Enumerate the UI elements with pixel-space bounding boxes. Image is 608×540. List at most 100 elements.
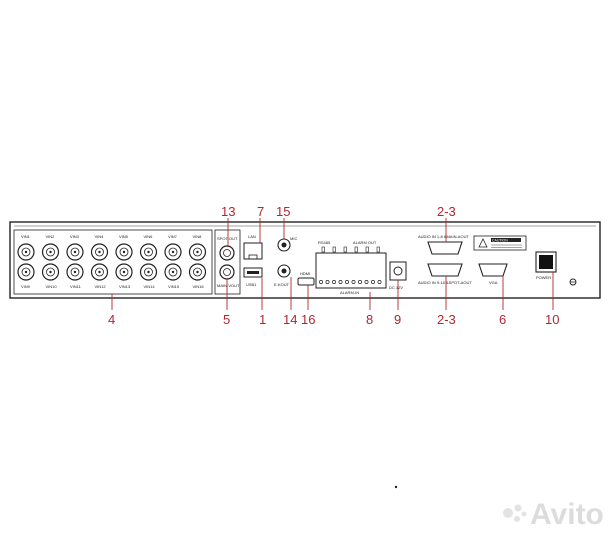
bnc-connector-inner <box>70 247 80 257</box>
power-switch-frame <box>535 251 557 273</box>
callout-16: 16 <box>301 312 315 327</box>
terminal-screw <box>351 280 356 284</box>
bnc-connector-inner <box>95 267 104 277</box>
hdmi-label: HDMI <box>300 271 310 276</box>
bnc-connector-inner <box>21 267 31 277</box>
power-switch-rocker <box>539 255 553 269</box>
callout-7: 7 <box>257 204 264 219</box>
bnc-connector-vin14 <box>139 263 158 281</box>
alarm-in-label: ALARM-IN <box>340 290 359 295</box>
bnc-connector-vin13 <box>115 263 133 281</box>
spot-out-bnc <box>219 245 235 261</box>
bnc-connector-inner <box>95 247 104 257</box>
terminal-contact <box>354 246 358 253</box>
audio-db-connector-bottom <box>427 263 463 277</box>
audio-db-connector-top <box>427 241 463 255</box>
bnc-label-vin9: VIN9 <box>21 284 31 289</box>
power-label: POWER <box>536 275 551 280</box>
spot-out-label: SPOT-OUT <box>217 236 238 241</box>
rs485-label: RS485 <box>318 240 331 245</box>
caution-sticker <box>473 235 527 251</box>
bnc-label-vin5: VIN5 <box>119 234 129 239</box>
callout-2-3-top: 2-3 <box>437 204 456 219</box>
bnc-label-vin11: VIN11 <box>70 284 82 289</box>
terminal-screw <box>325 280 330 284</box>
callout-8: 8 <box>366 312 373 327</box>
watermark-text: Avito <box>530 498 604 531</box>
e-kout-jack-inner <box>281 268 287 274</box>
bnc-connector-vin9 <box>17 263 35 281</box>
bnc-connector-inner <box>119 267 129 277</box>
terminal-contact <box>376 246 380 253</box>
callout-13: 13 <box>221 204 235 219</box>
terminal-contact <box>332 246 336 253</box>
lan-port-clip <box>248 254 258 260</box>
bnc-connector-pin <box>147 270 150 274</box>
bnc-connector-pin <box>171 250 175 254</box>
bnc-connector-pin <box>24 270 28 274</box>
bnc-connector-inner <box>21 247 31 257</box>
usb-label: USB1 <box>246 282 257 287</box>
bnc-label-vin7: VIN7 <box>168 234 178 239</box>
usb-port-tongue <box>247 271 259 274</box>
bnc-label-vin4: VIN4 <box>95 234 105 239</box>
caution-label: CAUTION <box>492 239 508 243</box>
bnc-connector-pin <box>24 250 28 254</box>
bnc-label-vin10: VIN10 <box>46 284 58 289</box>
bnc-label-vin2: VIN2 <box>46 234 56 239</box>
caution-warning-icon <box>478 238 488 248</box>
terminal-screw <box>358 280 362 284</box>
bnc-connector-inner <box>168 247 178 257</box>
bnc-connector-pin <box>73 250 77 254</box>
main-vout-bnc-inner <box>223 268 231 276</box>
bnc-connector-inner <box>70 267 80 277</box>
bnc-connector-inner <box>193 267 202 277</box>
terminal-screw <box>338 280 343 284</box>
stray-dot <box>394 485 398 489</box>
dc-power-jack-inner <box>393 266 403 276</box>
callout-4: 4 <box>108 312 115 327</box>
lan-label: LAN <box>248 234 256 239</box>
alarm-out-label: ALARM OUT <box>353 240 377 245</box>
bnc-label-vin13: VIN13 <box>119 284 131 289</box>
vga-label: VGA <box>489 280 498 285</box>
usb-port <box>243 267 263 278</box>
dc-label: DC 12V <box>389 285 403 290</box>
bnc-connector-vin5 <box>115 243 133 261</box>
bnc-connector-vin11 <box>66 263 84 281</box>
video-output-block <box>214 229 241 295</box>
bnc-connector-vin6 <box>139 243 158 261</box>
e-kout-label: E-KOUT <box>274 282 290 287</box>
bnc-label-vin12: VIN12 <box>95 284 107 289</box>
audio-top-label: AUDIO IN 1-8 &MAIN-AOUT <box>418 234 469 239</box>
callout-6: 6 <box>499 312 506 327</box>
bnc-label-vin3: VIN3 <box>70 234 80 239</box>
bnc-connector-pin <box>171 270 175 274</box>
bnc-connector-vin4 <box>90 243 109 261</box>
audio-bottom-label: AUDIO IN 9-16 &SPOT-AOUT <box>418 280 472 285</box>
bnc-connector-inner <box>144 267 153 277</box>
bnc-connector-vin10 <box>41 263 60 281</box>
bnc-label-vin15: VIN15 <box>168 284 180 289</box>
terminal-screw <box>332 280 336 284</box>
bnc-label-vin16: VIN16 <box>193 284 205 289</box>
terminal-screw <box>371 280 375 284</box>
bnc-connector-vin12 <box>90 263 109 281</box>
terminal-contact <box>321 246 325 253</box>
hdmi-port <box>297 277 315 286</box>
bnc-connector-inner <box>119 247 129 257</box>
bnc-connector-vin1 <box>17 243 35 261</box>
bnc-connector-pin <box>98 270 101 274</box>
terminal-contact <box>365 246 369 253</box>
terminal-screw <box>364 280 369 284</box>
bnc-connector-vin3 <box>66 243 84 261</box>
bnc-connector-inner <box>46 267 55 277</box>
bnc-connector-vin15 <box>164 263 182 281</box>
bnc-connector-pin <box>147 250 150 254</box>
callout-1: 1 <box>259 312 266 327</box>
terminal-block <box>315 252 387 289</box>
bnc-connector-pin <box>73 270 77 274</box>
bnc-connector-pin <box>49 270 52 274</box>
